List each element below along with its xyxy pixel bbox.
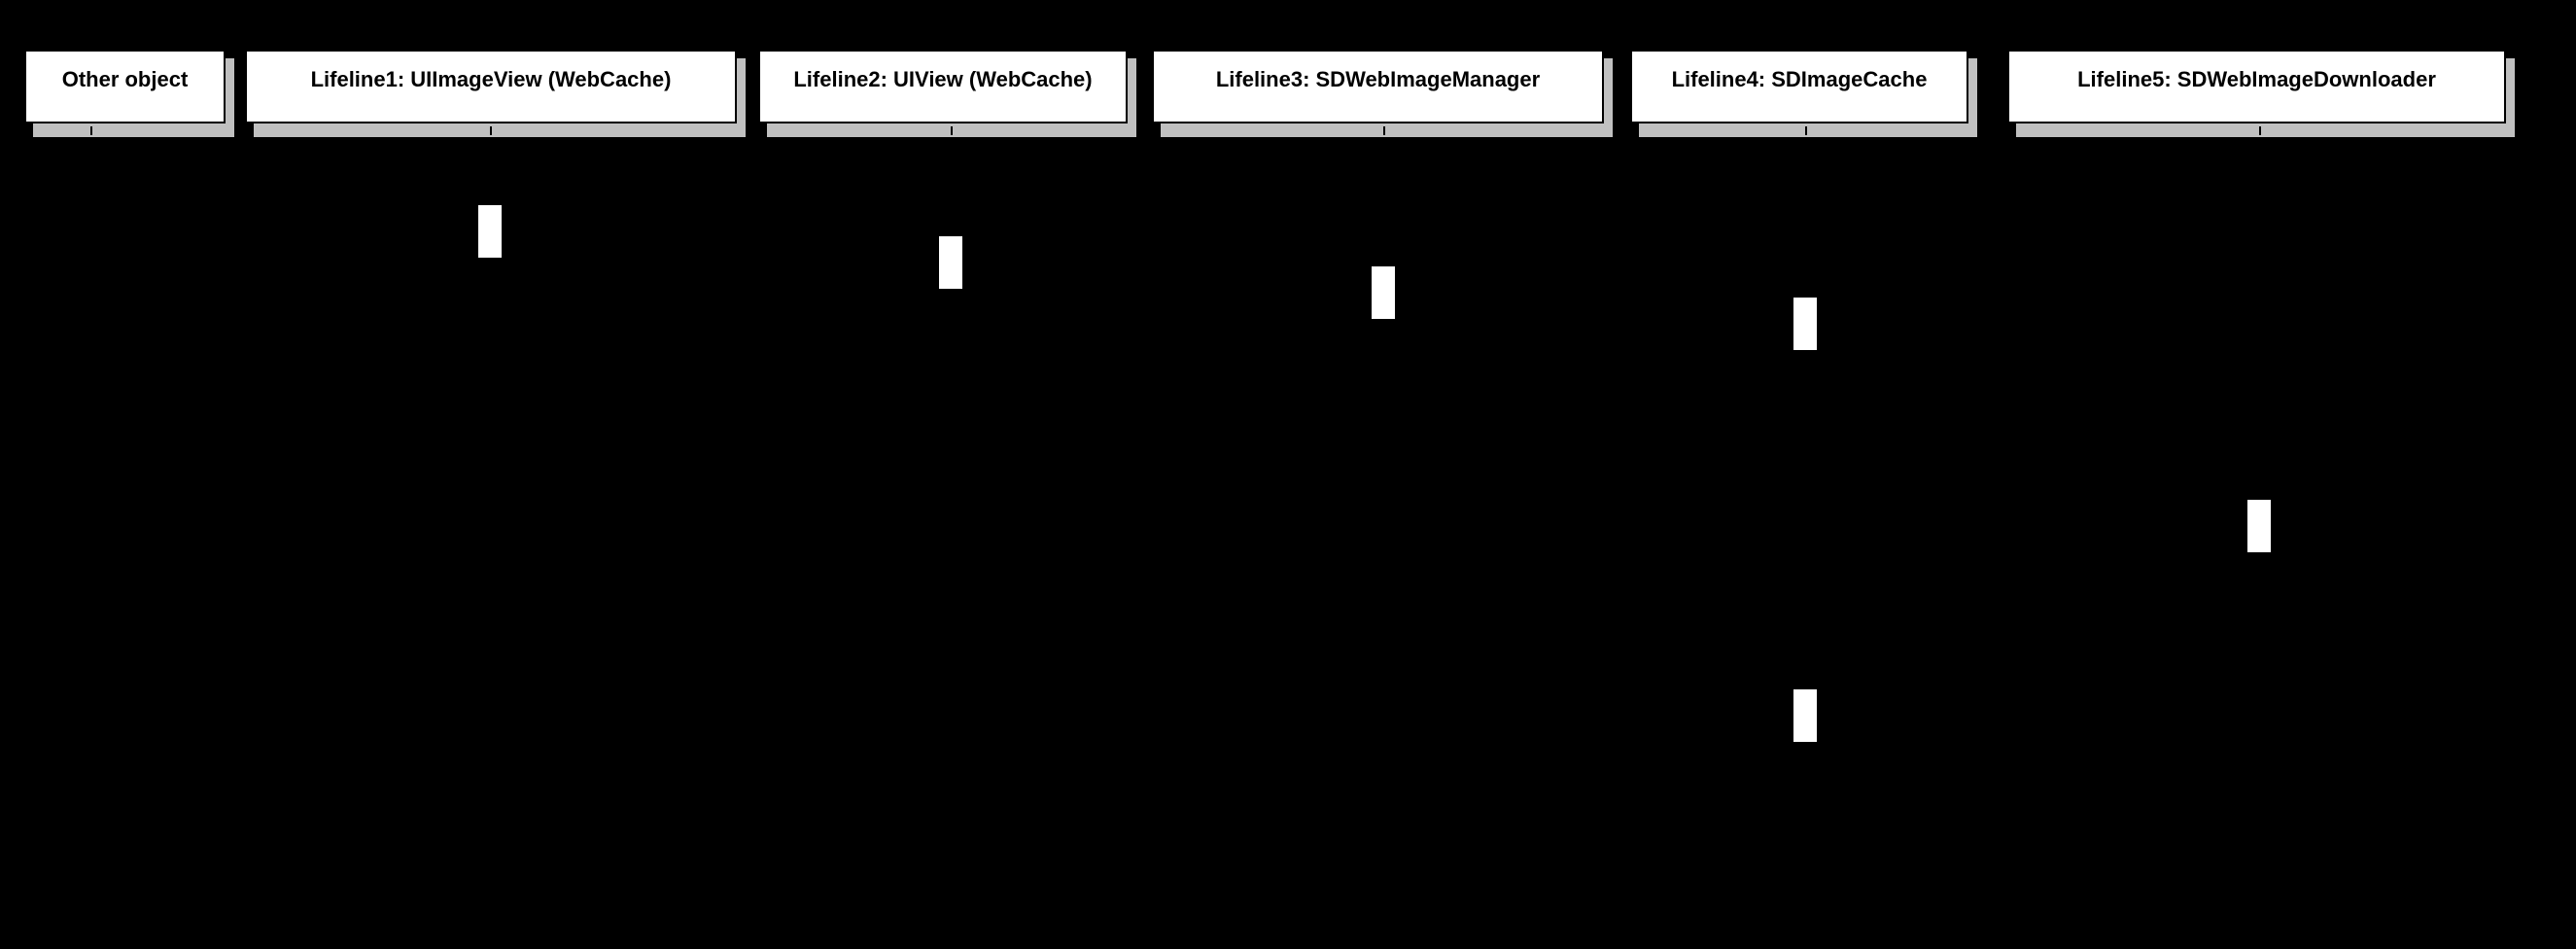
lifeline-header-box[interactable]: Lifeline1: UIImageView (WebCache): [245, 50, 737, 123]
lifeline-header-label: Lifeline3: SDWebImageManager: [1215, 67, 1541, 91]
lifeline-header-label: Lifeline1: UIImageView (WebCache): [310, 67, 672, 91]
lifeline-stem: [90, 137, 92, 949]
lifeline-header-label: Lifeline2: UIView (WebCache): [793, 67, 1093, 91]
lifeline-stem: [951, 137, 953, 949]
lifeline-stem: [490, 137, 492, 949]
lifeline-axis-tick: [90, 126, 92, 135]
lifeline-axis-tick: [2259, 126, 2261, 135]
activation-bar[interactable]: [1793, 298, 1817, 350]
lifeline-header-box[interactable]: Lifeline3: SDWebImageManager: [1152, 50, 1604, 123]
lifeline-axis-tick: [1383, 126, 1385, 135]
lifeline-axis-tick: [1805, 126, 1807, 135]
lifeline-axis-tick: [490, 126, 492, 135]
activation-bar[interactable]: [2247, 500, 2271, 552]
lifeline-header-label: Lifeline4: SDImageCache: [1671, 67, 1928, 91]
lifeline-header-label: Other object: [61, 67, 189, 91]
activation-bar[interactable]: [1793, 689, 1817, 742]
lifeline-stem: [1383, 137, 1385, 949]
lifeline-header-box[interactable]: Lifeline2: UIView (WebCache): [758, 50, 1128, 123]
activation-bar[interactable]: [478, 205, 502, 258]
lifeline-stem: [1805, 137, 1807, 949]
lifeline-header-box[interactable]: Lifeline5: SDWebImageDownloader: [2007, 50, 2506, 123]
activation-bar[interactable]: [1372, 266, 1395, 319]
lifeline-header-box[interactable]: Other object: [24, 50, 226, 123]
activation-bar[interactable]: [939, 236, 962, 289]
lifeline-header-label: Lifeline5: SDWebImageDownloader: [2077, 67, 2436, 91]
lifeline-header-box[interactable]: Lifeline4: SDImageCache: [1630, 50, 1968, 123]
lifeline-axis-tick: [951, 126, 953, 135]
